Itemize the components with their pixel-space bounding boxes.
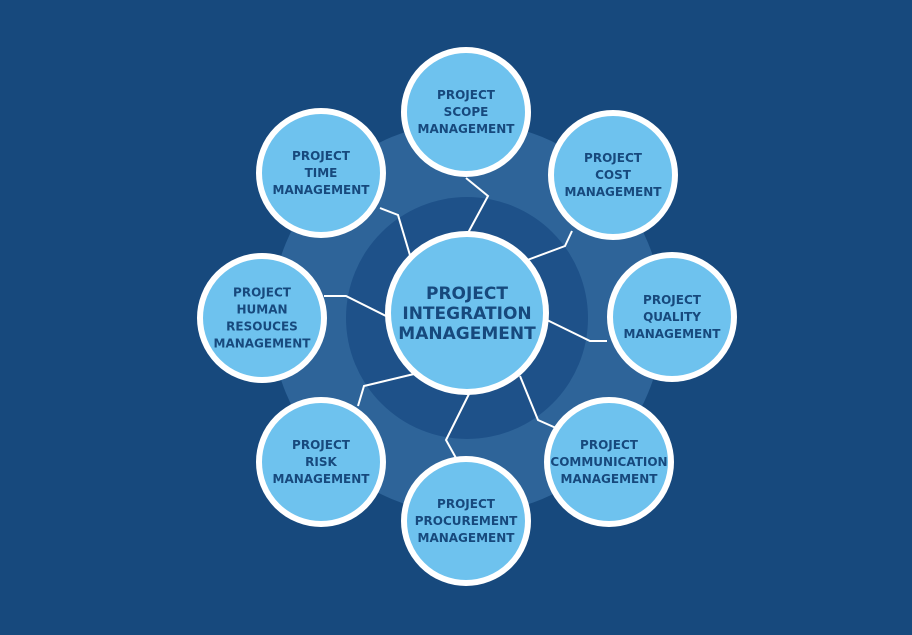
node-circle-quality bbox=[607, 252, 737, 382]
node-label-line: MANAGEMENT bbox=[273, 472, 371, 486]
connector-human-resources bbox=[324, 295, 391, 319]
node-communication: PROJECT COMMUNICATION MANAGEMENT bbox=[544, 397, 674, 527]
node-label-line: MANAGEMENT bbox=[214, 337, 312, 351]
connector-scope bbox=[461, 177, 490, 245]
node-label-line: PROJECT bbox=[584, 151, 643, 165]
center-label-line: INTEGRATION bbox=[402, 304, 531, 324]
node-label-line: PROJECT bbox=[580, 438, 639, 452]
node-circle-cost bbox=[548, 110, 678, 240]
node-circle-procurement bbox=[401, 456, 531, 586]
node-label-quality: PROJECT QUALITY MANAGEMENT bbox=[624, 293, 722, 341]
connector-time bbox=[379, 207, 413, 263]
node-circle-communication bbox=[544, 397, 674, 527]
node-label-line: HUMAN bbox=[236, 303, 287, 317]
node-label-line: MANAGEMENT bbox=[418, 531, 516, 545]
node-label-line: TIME bbox=[305, 166, 338, 180]
node-time: PROJECT TIME MANAGEMENT bbox=[256, 108, 386, 238]
node-circle-time bbox=[256, 108, 386, 238]
node-human-resources: PROJECT HUMAN RESOUCES MANAGEMENT bbox=[197, 253, 327, 383]
node-label-scope: PROJECT SCOPE MANAGEMENT bbox=[418, 88, 516, 136]
node-procurement: PROJECT PROCUREMENT MANAGEMENT bbox=[401, 456, 531, 586]
node-label-line: PROJECT bbox=[643, 293, 702, 307]
connector-risk bbox=[357, 373, 415, 407]
node-label-line: SCOPE bbox=[444, 105, 489, 119]
node-circle-scope bbox=[401, 47, 531, 177]
node-label-line: QUALITY bbox=[643, 310, 701, 324]
node-circle-risk bbox=[256, 397, 386, 527]
node-label-line: COMMUNICATION bbox=[550, 455, 667, 469]
node-label-line: PROJECT bbox=[292, 149, 351, 163]
node-risk: PROJECT RISK MANAGEMENT bbox=[256, 397, 386, 527]
center-label-line: PROJECT bbox=[426, 284, 508, 304]
node-label-line: MANAGEMENT bbox=[565, 185, 663, 199]
node-label-human-resources: PROJECT HUMAN RESOUCES MANAGEMENT bbox=[214, 286, 312, 351]
node-label-line: PROJECT bbox=[233, 286, 292, 300]
node-label-line: RISK bbox=[305, 455, 337, 469]
node-scope: PROJECT SCOPE MANAGEMENT bbox=[401, 47, 531, 177]
node-circle-human-resources bbox=[197, 253, 327, 383]
node-label-time: PROJECT TIME MANAGEMENT bbox=[273, 149, 371, 197]
connector-communication bbox=[519, 375, 557, 429]
connector-lines bbox=[324, 177, 607, 459]
connector-procurement bbox=[444, 391, 471, 459]
node-quality: PROJECT QUALITY MANAGEMENT bbox=[607, 252, 737, 382]
node-label-line: PROJECT bbox=[437, 497, 496, 511]
node-label-line: MANAGEMENT bbox=[273, 183, 371, 197]
node-label-communication: PROJECT COMMUNICATION MANAGEMENT bbox=[550, 438, 667, 486]
node-label-line: MANAGEMENT bbox=[418, 122, 516, 136]
node-label-line: PROJECT bbox=[437, 88, 496, 102]
node-label-risk: PROJECT RISK MANAGEMENT bbox=[273, 438, 371, 486]
node-cost: PROJECT COST MANAGEMENT bbox=[548, 110, 678, 240]
node-label-cost: PROJECT COST MANAGEMENT bbox=[565, 151, 663, 199]
node-label-line: MANAGEMENT bbox=[624, 327, 722, 341]
center-circle bbox=[385, 231, 549, 395]
center-label-line: MANAGEMENT bbox=[398, 324, 536, 344]
connector-quality bbox=[546, 319, 607, 342]
node-label-procurement: PROJECT PROCUREMENT MANAGEMENT bbox=[415, 497, 518, 545]
node-label-line: PROJECT bbox=[292, 438, 351, 452]
node-label-line: RESOUCES bbox=[226, 320, 298, 334]
node-label-line: COST bbox=[595, 168, 632, 182]
node-label-line: MANAGEMENT bbox=[561, 472, 659, 486]
knowledge-area-nodes: PROJECT SCOPE MANAGEMENT PROJECT COST MANAGEM… bbox=[197, 47, 737, 586]
node-label-line: PROCUREMENT bbox=[415, 514, 518, 528]
connector-cost bbox=[521, 230, 573, 263]
